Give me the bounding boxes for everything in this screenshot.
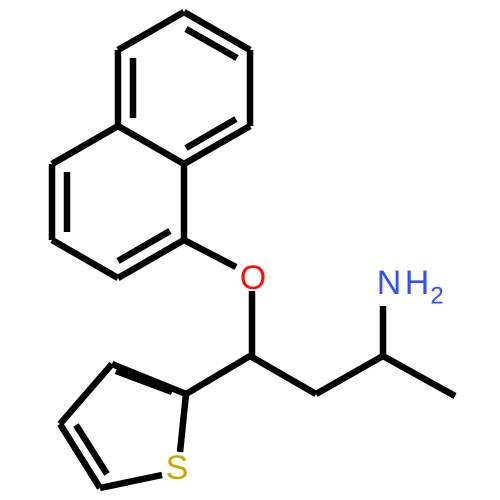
bond-c10-o [182, 237, 238, 270]
nitrogen-atom-label: N [377, 264, 402, 302]
bond-c12-c13 [314, 353, 385, 397]
oxygen-atom-label: O [240, 259, 266, 297]
bond-c8-c9 [50, 237, 120, 281]
double-bond-inner-c15-c16 [114, 367, 174, 396]
double-bond-inner-c9-c10 [116, 228, 172, 264]
bond-s-c15 [176, 393, 190, 453]
double-bond-inner-c1-c2 [184, 26, 239, 61]
bond-c17-c18 [57, 422, 103, 490]
bond-c3-c4 [182, 123, 252, 167]
bond-c11-c15 [184, 353, 252, 397]
sulfur-atom-label: S [166, 449, 189, 487]
hydrogen-atom-label: H [405, 264, 430, 302]
hydrogen-count-subscript: 2 [430, 283, 443, 310]
bond-c4-c5 [116, 123, 186, 167]
bond-c6-c1 [116, 9, 186, 53]
double-bond-inner-c17-c18 [73, 423, 110, 476]
thiophene-ring [57, 353, 252, 492]
bond-c5-c7 [50, 123, 120, 167]
bond-c18-s [99, 471, 163, 492]
bond-c16-c17 [57, 361, 115, 427]
naphthalene-ring-system [48, 9, 254, 281]
ether-linkage [182, 237, 256, 356]
double-bond-inner-c3-c4 [184, 116, 238, 151]
bond-c13-c14 [381, 353, 457, 399]
bond-c9-c10 [116, 237, 186, 281]
amine-group-label: N H 2 [377, 264, 444, 310]
bond-c1-c2 [182, 9, 252, 53]
bond-c11-c12 [248, 353, 318, 397]
bond-c15-c16 [110, 360, 188, 398]
butylamine-chain [248, 306, 457, 399]
